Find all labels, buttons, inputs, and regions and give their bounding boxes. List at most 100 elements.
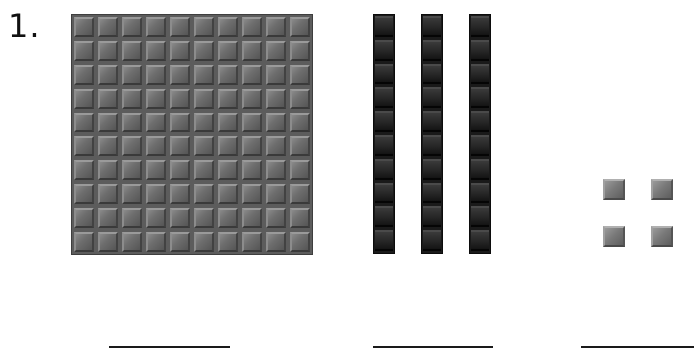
hundred-block-cell <box>266 232 286 252</box>
hundred-block-cell <box>170 113 190 133</box>
hundred-block-cell <box>266 65 286 85</box>
ten-rod-unit <box>471 40 489 61</box>
hundred-block-cell <box>122 232 142 252</box>
one-cube-1 <box>603 179 625 200</box>
hundred-block-cell <box>98 89 118 109</box>
hundred-block-cell <box>242 89 262 109</box>
hundred-block-cell <box>122 17 142 37</box>
ten-rod-unit <box>375 206 393 227</box>
hundred-block-cell <box>74 136 94 156</box>
hundred-block-cell <box>146 136 166 156</box>
hundred-block-cell <box>266 160 286 180</box>
ten-rod-unit <box>471 206 489 227</box>
ten-rod-unit <box>471 111 489 132</box>
ten-rod-unit <box>423 159 441 180</box>
hundred-block-cell <box>218 232 238 252</box>
hundred-block-cell <box>170 232 190 252</box>
hundred-block-cell <box>194 113 214 133</box>
ten-rod-1 <box>373 14 395 254</box>
ten-rod-unit <box>423 230 441 251</box>
hundred-block-cell <box>98 65 118 85</box>
hundred-block-cell <box>146 208 166 228</box>
hundred-block-cell <box>290 17 310 37</box>
hundred-block-cell <box>290 65 310 85</box>
hundred-block-cell <box>194 160 214 180</box>
ten-rod-unit <box>471 16 489 37</box>
answer-blank-ones[interactable] <box>581 346 694 348</box>
hundred-block-cell <box>98 17 118 37</box>
hundred-block-cell <box>242 160 262 180</box>
hundred-block-cell <box>146 17 166 37</box>
hundred-block-cell <box>170 17 190 37</box>
hundred-block-cell <box>194 17 214 37</box>
hundred-block-cell <box>290 160 310 180</box>
hundred-block-cell <box>194 89 214 109</box>
hundred-block-cell <box>170 208 190 228</box>
ten-rod-unit <box>423 40 441 61</box>
hundred-block-cell <box>98 232 118 252</box>
hundred-block-cell <box>218 17 238 37</box>
ten-rod-unit <box>375 159 393 180</box>
hundred-block-cell <box>122 113 142 133</box>
ten-rod-unit <box>375 16 393 37</box>
hundred-block-cell <box>218 136 238 156</box>
hundred-block-cell <box>146 65 166 85</box>
hundred-block-cell <box>194 232 214 252</box>
ten-rod-unit <box>423 135 441 156</box>
hundred-block-cell <box>242 232 262 252</box>
ten-rod-unit <box>375 87 393 108</box>
hundred-block-cell <box>266 136 286 156</box>
hundred-block-cell <box>122 208 142 228</box>
hundred-block-cell <box>290 232 310 252</box>
ten-rod-unit <box>375 40 393 61</box>
hundred-block-cell <box>74 17 94 37</box>
hundred-block-cell <box>290 136 310 156</box>
hundred-block-cell <box>242 136 262 156</box>
hundred-block-cell <box>218 41 238 61</box>
ten-rod-2 <box>421 14 443 254</box>
hundred-block-cell <box>170 41 190 61</box>
ten-rod-unit <box>423 206 441 227</box>
ten-rod-unit <box>471 87 489 108</box>
hundred-block-cell <box>218 208 238 228</box>
hundred-block-cell <box>218 160 238 180</box>
hundred-block-cell <box>74 113 94 133</box>
hundred-block-cell <box>218 89 238 109</box>
hundred-block-cell <box>242 208 262 228</box>
hundred-block-cell <box>146 113 166 133</box>
hundred-block-cell <box>98 113 118 133</box>
hundred-block-cell <box>122 89 142 109</box>
ten-rod-unit <box>471 64 489 85</box>
one-cube-4 <box>651 226 673 247</box>
ten-rod-unit <box>471 135 489 156</box>
hundred-block-cell <box>242 17 262 37</box>
hundred-block-cell <box>266 184 286 204</box>
hundred-block-cell <box>98 208 118 228</box>
hundred-block-cell <box>218 65 238 85</box>
hundred-block-cell <box>290 184 310 204</box>
hundred-block-cell <box>74 41 94 61</box>
hundred-block-cell <box>242 113 262 133</box>
answer-blank-hundreds[interactable] <box>109 346 230 348</box>
problem-number: 1. <box>8 6 41 46</box>
hundred-block-cell <box>170 65 190 85</box>
hundred-block-cell <box>266 41 286 61</box>
ten-rod-unit <box>375 230 393 251</box>
ten-rod-unit <box>471 159 489 180</box>
hundred-block-cell <box>194 208 214 228</box>
ten-rod-unit <box>375 135 393 156</box>
hundred-block-cell <box>218 184 238 204</box>
hundred-block-cell <box>122 41 142 61</box>
answer-blank-tens[interactable] <box>373 346 493 348</box>
hundred-block-cell <box>170 136 190 156</box>
hundred-block-cell <box>290 89 310 109</box>
hundred-block-cell <box>290 208 310 228</box>
hundred-block-cell <box>98 184 118 204</box>
hundred-block-cell <box>122 136 142 156</box>
hundred-block-cell <box>98 41 118 61</box>
hundred-block-cell <box>290 41 310 61</box>
hundred-block <box>71 14 313 255</box>
hundred-block-cell <box>194 136 214 156</box>
ten-rod-unit <box>471 183 489 204</box>
hundred-block-cell <box>74 184 94 204</box>
